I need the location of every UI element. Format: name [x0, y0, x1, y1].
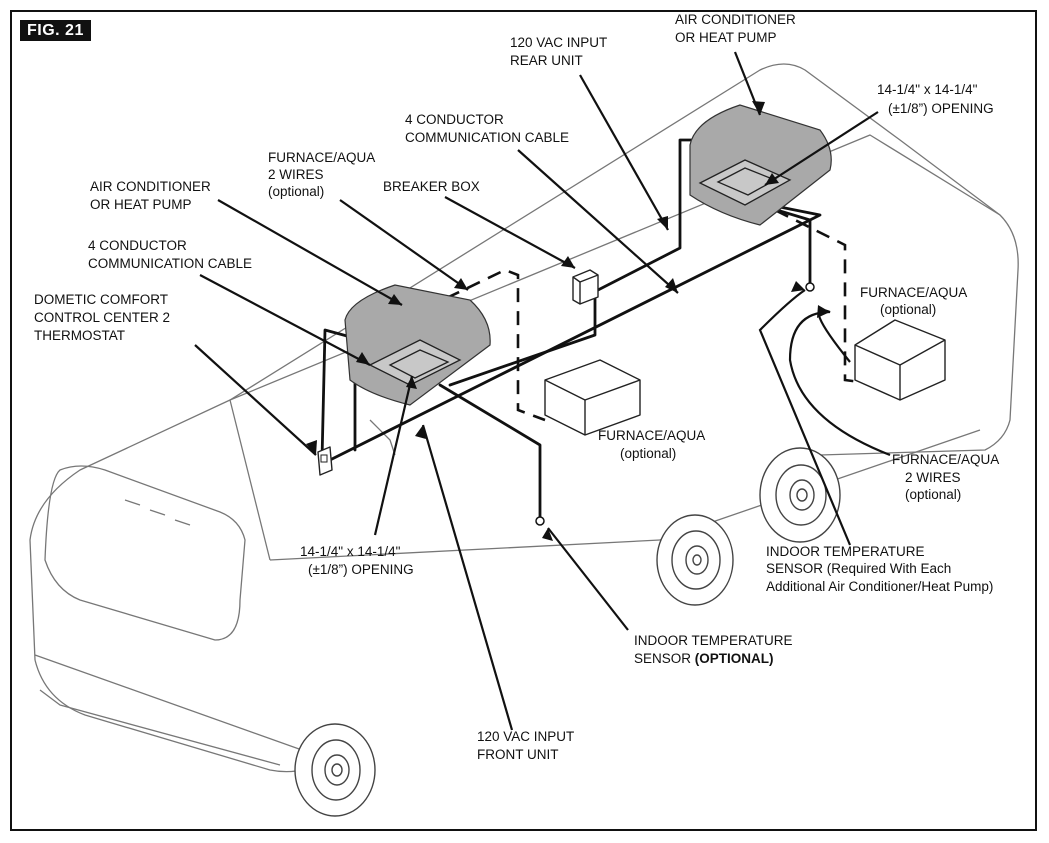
- callout-thermostat: DOMETIC COMFORT CONTROL CENTER 2 THERMOS…: [34, 292, 174, 343]
- callout-furnace-wires-rear: FURNACE/AQUA 2 WIRES (optional): [892, 452, 1002, 502]
- leader-lines: [194, 51, 891, 731]
- callout-comm-cable-front: 4 CONDUCTOR COMMUNICATION CABLE: [88, 238, 252, 271]
- callout-sensor-optional: INDOOR TEMPERATURE SENSOR (OPTIONAL): [634, 633, 796, 666]
- callout-furnace-front: FURNACE/AQUA (optional): [598, 428, 708, 461]
- ac-unit-front: [344, 284, 491, 406]
- ac-unit-rear: [689, 104, 832, 226]
- temp-sensor-front: [535, 516, 545, 526]
- callout-opening-front: 14-1/4" x 14-1/4" (±1/8”) OPENING: [300, 544, 414, 577]
- callout-120vac-front: 120 VAC INPUT FRONT UNIT: [477, 729, 578, 762]
- callout-furnace-rear: FURNACE/AQUA (optional): [860, 285, 970, 317]
- figure-frame: [10, 10, 1037, 831]
- furnace-front: [544, 359, 641, 436]
- callout-ac-rear: AIR CONDITIONER OR HEAT PUMP: [675, 12, 800, 45]
- breaker-box: [572, 269, 599, 305]
- callout-opening-rear: 14-1/4" x 14-1/4" (±1/8”) OPENING: [877, 82, 994, 116]
- furnace-wires-dashed: [404, 198, 861, 422]
- callout-comm-cable-rear: 4 CONDUCTOR COMMUNICATION CABLE: [405, 112, 569, 145]
- wheel-front: [294, 723, 376, 817]
- figure-label: FIG. 21: [20, 20, 91, 41]
- wheel-rear-1: [656, 514, 734, 606]
- callout-sensor-required: INDOOR TEMPERATURE SENSOR (Required With…: [766, 544, 993, 594]
- thermostat-icon: [317, 446, 333, 476]
- callout-ac-front: AIR CONDITIONER OR HEAT PUMP: [90, 179, 215, 212]
- furnace-rear: [854, 319, 946, 401]
- arrowheads: [306, 101, 830, 541]
- temp-sensor-rear: [805, 282, 815, 292]
- callout-furnace-wires-front: FURNACE/AQUA 2 WIRES (optional): [268, 150, 378, 199]
- rv-body-outline: [29, 63, 1019, 773]
- callout-120vac-rear: 120 VAC INPUT REAR UNIT: [510, 35, 611, 68]
- callout-breaker-box: BREAKER BOX: [383, 179, 480, 194]
